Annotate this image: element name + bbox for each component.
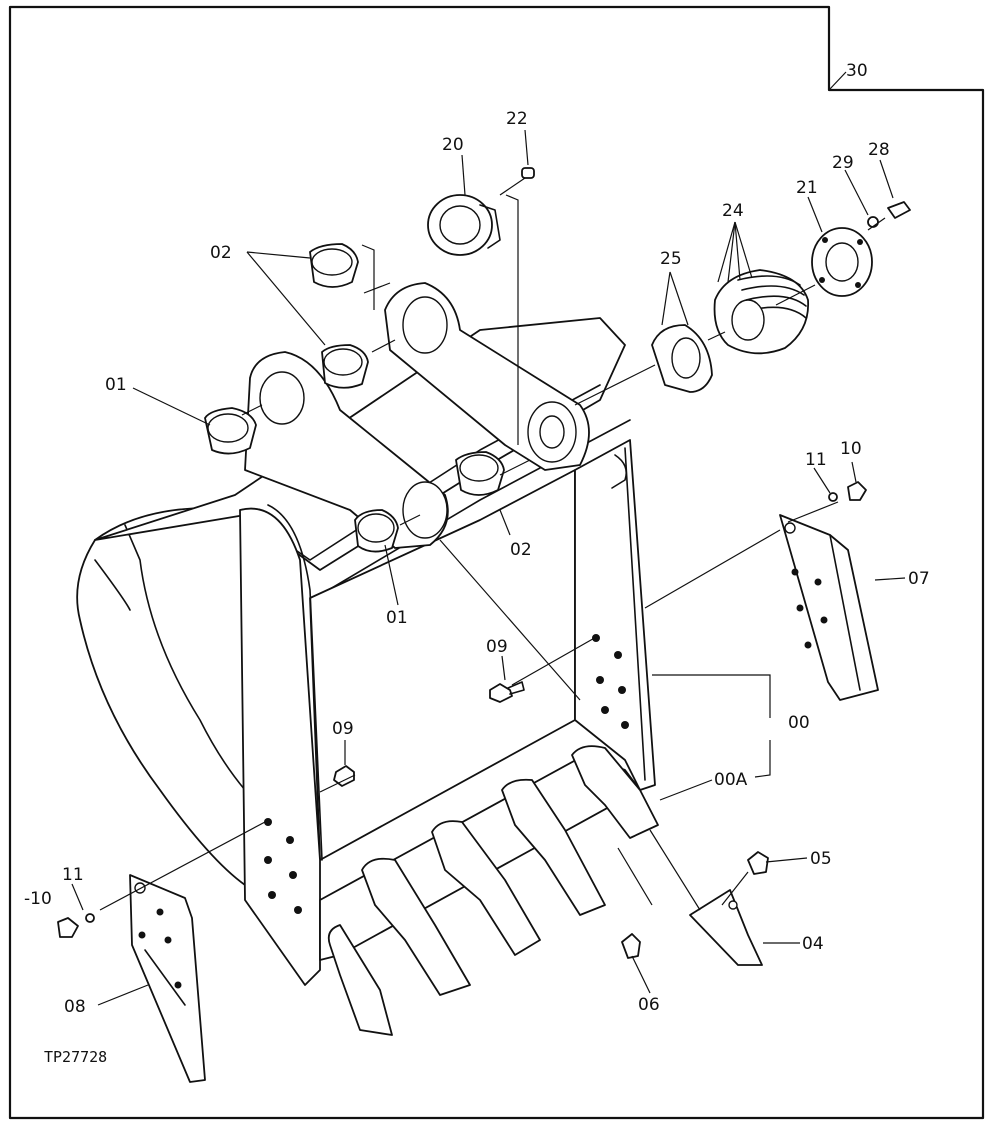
drawing-code: TP27728 (44, 1048, 107, 1066)
nut-10-left (57, 917, 79, 938)
tooth-04 (689, 889, 763, 966)
callout-04: 04 (802, 934, 824, 954)
callout-28: 28 (868, 140, 890, 160)
callout-09-right: 09 (486, 637, 508, 657)
callout-20: 20 (442, 135, 464, 155)
washer-11-right (828, 492, 838, 502)
callout-01-left: 01 (105, 375, 127, 395)
grease-fitting-22 (521, 167, 535, 179)
callout-02-top: 02 (210, 243, 232, 263)
callout-22: 22 (506, 109, 528, 129)
callout-01-bottom: 01 (386, 608, 408, 628)
bolt-28 (887, 201, 911, 219)
lock-06 (621, 933, 641, 959)
callout-06: 06 (638, 995, 660, 1015)
shim-plate-21 (811, 227, 873, 297)
washer-11-left (85, 913, 95, 923)
nut-10-right (847, 481, 867, 501)
bolt-09-right (489, 681, 525, 703)
callout-00a: 00A (714, 770, 748, 790)
callout-25: 25 (660, 249, 682, 269)
callout-21: 21 (796, 178, 818, 198)
callout-labels: 30 22 20 29 28 21 24 02 25 01 10 11 02 0… (24, 61, 930, 1066)
side-cutter-07 (779, 514, 879, 701)
washer-29 (867, 216, 879, 228)
callout-10-left: -10 (24, 889, 52, 909)
pin-05 (747, 851, 769, 875)
callout-11-left: 11 (62, 865, 84, 885)
flanged-bushing-20 (427, 194, 501, 256)
callout-00: 00 (788, 713, 810, 733)
mounting-brackets (244, 282, 590, 549)
bolt-09-left (333, 765, 355, 787)
callout-05: 05 (810, 849, 832, 869)
callout-30: 30 (846, 61, 868, 81)
callout-leaders (71, 129, 906, 1006)
bucket-teeth (327, 745, 659, 1036)
flanged-collar-25 (651, 324, 713, 393)
bushings (204, 243, 505, 553)
callout-08: 08 (64, 997, 86, 1017)
side-cutter-08 (129, 874, 206, 1083)
page-border (8, 5, 985, 1120)
callout-24: 24 (722, 201, 744, 221)
callout-29: 29 (832, 153, 854, 173)
callout-02-bottom: 02 (510, 540, 532, 560)
callout-10-right: 10 (840, 439, 862, 459)
callout-30-leader (828, 71, 847, 91)
callout-07: 07 (908, 569, 930, 589)
assembly-lines (99, 177, 886, 911)
shim-stack-24 (713, 269, 809, 355)
callout-09-left: 09 (332, 719, 354, 739)
callout-11-right: 11 (805, 450, 827, 470)
